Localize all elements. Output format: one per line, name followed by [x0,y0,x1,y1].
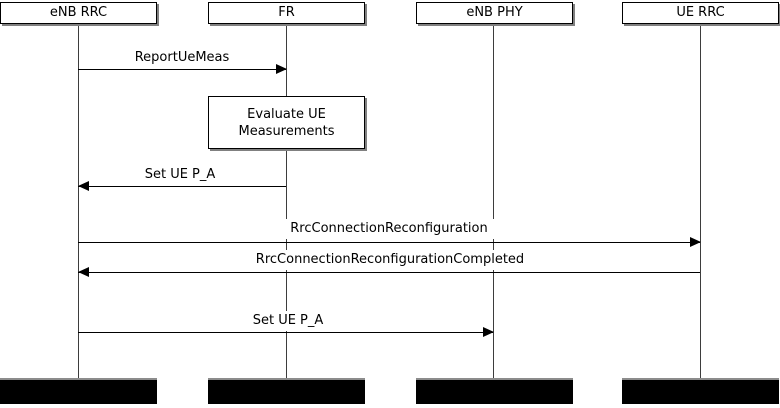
lifeline-ue-rrc [700,24,701,380]
arrowhead-right-icon [483,327,494,337]
terminator-box-enb-phy [416,378,573,404]
message-line-reportuemeas [78,69,286,70]
process-box-evaluate-ue-measurements: Evaluate UE Measurements [208,96,365,149]
terminator-box-ue-rrc [622,378,779,404]
terminator-box-enb-rrc [0,378,157,404]
arrowhead-left-icon [78,267,89,277]
lifeline-fr [286,24,287,380]
message-label-set-ue-pa-2: Set UE P_A [244,311,332,331]
message-label-set-ue-pa-1: Set UE P_A [136,165,224,185]
message-line-rrcconnectionreconfiguration [78,242,700,243]
actor-box-enb-rrc: eNB RRC [0,2,157,24]
arrowhead-left-icon [78,181,89,191]
actor-label-ue-rrc: UE RRC [676,5,725,20]
actor-label-enb-phy: eNB PHY [466,5,523,20]
message-line-set-ue-pa-1 [78,186,286,187]
message-label-rrcconnectionreconfigurationcompleted: RrcConnectionReconfigurationCompleted [247,250,533,270]
actor-label-fr: FR [278,5,295,20]
message-line-set-ue-pa-2 [78,332,493,333]
message-label-reportuemeas: ReportUeMeas [126,48,238,68]
terminator-box-fr [208,378,365,404]
actor-label-enb-rrc: eNB RRC [49,5,108,20]
process-box-label: Evaluate UE Measurements [238,106,335,139]
actor-box-enb-phy: eNB PHY [416,2,573,24]
message-label-rrcconnectionreconfiguration: RrcConnectionReconfiguration [282,219,496,239]
actor-box-ue-rrc: UE RRC [622,2,779,24]
lifeline-enb-rrc [78,24,79,380]
arrowhead-right-icon [276,64,287,74]
message-line-rrcconnectionreconfigurationcompleted [78,272,700,273]
actor-box-fr: FR [208,2,365,24]
lifeline-enb-phy [493,24,494,380]
arrowhead-right-icon [690,237,701,247]
